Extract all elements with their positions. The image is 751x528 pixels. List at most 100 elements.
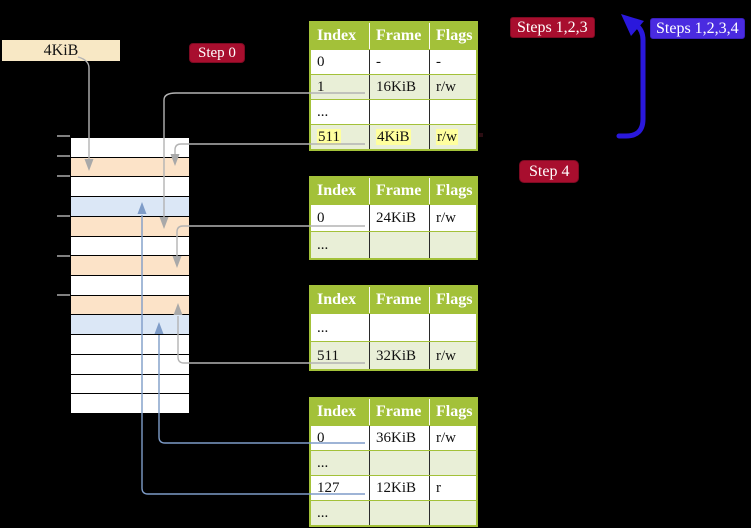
cell-flags: r/w [429,426,476,450]
table-header: Index Frame Flags [311,399,476,425]
memory-frame-row-white [71,235,189,256]
loop-back-arrow [616,22,646,139]
cell-index: ... [317,104,329,120]
column-header-flags: Flags [429,399,476,425]
table-row: ... [311,99,476,124]
column-header-index: Index [317,403,357,420]
column-header-frame: Frame [369,178,429,204]
cell-frame [369,501,429,525]
cell-frame: 32KiB [369,342,429,369]
memory-frame-row-blue [71,196,189,216]
cell-index: ... [317,455,329,471]
cell-flags [429,501,476,525]
table-row-highlighted: 511 4KiB r/w [311,124,476,149]
memory-frame-row-white [71,138,189,157]
table-row: 0 - - [311,49,476,74]
table-row: 511 32KiB r/w [311,341,476,369]
column-header-flags: Flags [429,287,476,313]
memory-frame-row-white [71,176,189,197]
cell-flags: r/w [429,205,476,231]
memory-frame-row-blue [71,314,189,335]
cell-index: 0 [317,430,325,446]
cell-index: ... [317,320,329,336]
highlighted-value: 4KiB [376,129,411,145]
cell-flags: r/w [429,125,476,149]
column-header-index: Index [317,27,357,44]
column-header-frame: Frame [369,399,429,425]
cell-flags [429,451,476,475]
cell-index: 511 [317,348,339,364]
memory-frame-row-peach [71,215,189,236]
column-header-flags: Flags [429,178,476,204]
cell-flags [429,100,476,124]
column-header-frame: Frame [369,287,429,313]
memory-frame-row-white [71,275,189,295]
column-header-index: Index [317,182,357,199]
cell-index: 127 [317,480,340,496]
cell-frame: 12KiB [369,476,429,500]
page-table-4: Index Frame Flags 0 36KiB r/w ... 127 12… [309,397,478,527]
cell-frame: 16KiB [369,75,429,99]
highlighted-value: r/w [436,129,458,145]
cell-flags: r [429,476,476,500]
cell-frame: 4KiB [369,125,429,149]
steps-1-2-3-badge: Steps 1,2,3 [510,17,595,38]
cell-index: 0 [317,54,325,70]
cell-frame: 24KiB [369,205,429,231]
table-row: ... [311,231,476,258]
memory-frame-row-white [71,353,189,374]
steps-1-2-3-4-badge: Steps 1,2,3,4 [650,18,745,39]
frame-size-label: 4KiB [2,40,120,61]
highlighted-value: 511 [317,129,341,145]
table-row: 0 24KiB r/w [311,204,476,231]
stray-mark [479,133,483,137]
cell-index: 1 [317,79,325,95]
table-header: Index Frame Flags [311,287,476,313]
cell-frame [369,451,429,475]
physical-memory-strip [70,137,190,414]
table-row: ... [311,313,476,341]
tick-mark [57,294,70,296]
memory-frame-row-white [71,334,189,354]
page-table-3: Index Frame Flags ... 511 32KiB r/w [309,285,478,371]
cell-frame [369,100,429,124]
tick-mark [57,175,70,177]
cell-frame: - [369,50,429,74]
table-header: Index Frame Flags [311,23,476,49]
loop-back-arrowhead-icon [621,14,644,36]
memory-frame-row-white [71,373,189,394]
page-table-2: Index Frame Flags 0 24KiB r/w ... [309,176,478,260]
cell-flags: r/w [429,75,476,99]
table-row: 0 36KiB r/w [311,425,476,450]
step-0-badge: Step 0 [189,43,245,63]
table-row: ... [311,450,476,475]
tick-mark [57,215,70,217]
tick-mark [57,155,70,157]
page-table-1: Index Frame Flags 0 - - 1 16KiB r/w ... … [309,21,478,151]
tick-mark [57,135,70,137]
cell-flags: - [429,50,476,74]
table-header: Index Frame Flags [311,178,476,204]
cell-index: 511 [311,125,369,149]
column-header-frame: Frame [369,23,429,49]
cell-frame [369,232,429,258]
memory-frame-row-peach [71,255,189,276]
table-row: ... [311,500,476,525]
table-row: 1 16KiB r/w [311,74,476,99]
cell-flags [429,232,476,258]
tick-mark [57,255,70,257]
cell-index: ... [317,505,329,521]
table-row: 127 12KiB r [311,475,476,500]
cell-frame [369,314,429,341]
memory-frame-row-peach [71,156,189,177]
cell-index: ... [317,237,329,253]
step-4-badge: Step 4 [519,160,580,183]
cell-frame: 36KiB [369,426,429,450]
cell-index: 0 [317,210,325,226]
cell-flags: r/w [429,342,476,369]
column-header-index: Index [317,291,357,308]
column-header-flags: Flags [429,23,476,49]
memory-frame-row-peach [71,294,189,315]
cell-flags [429,314,476,341]
